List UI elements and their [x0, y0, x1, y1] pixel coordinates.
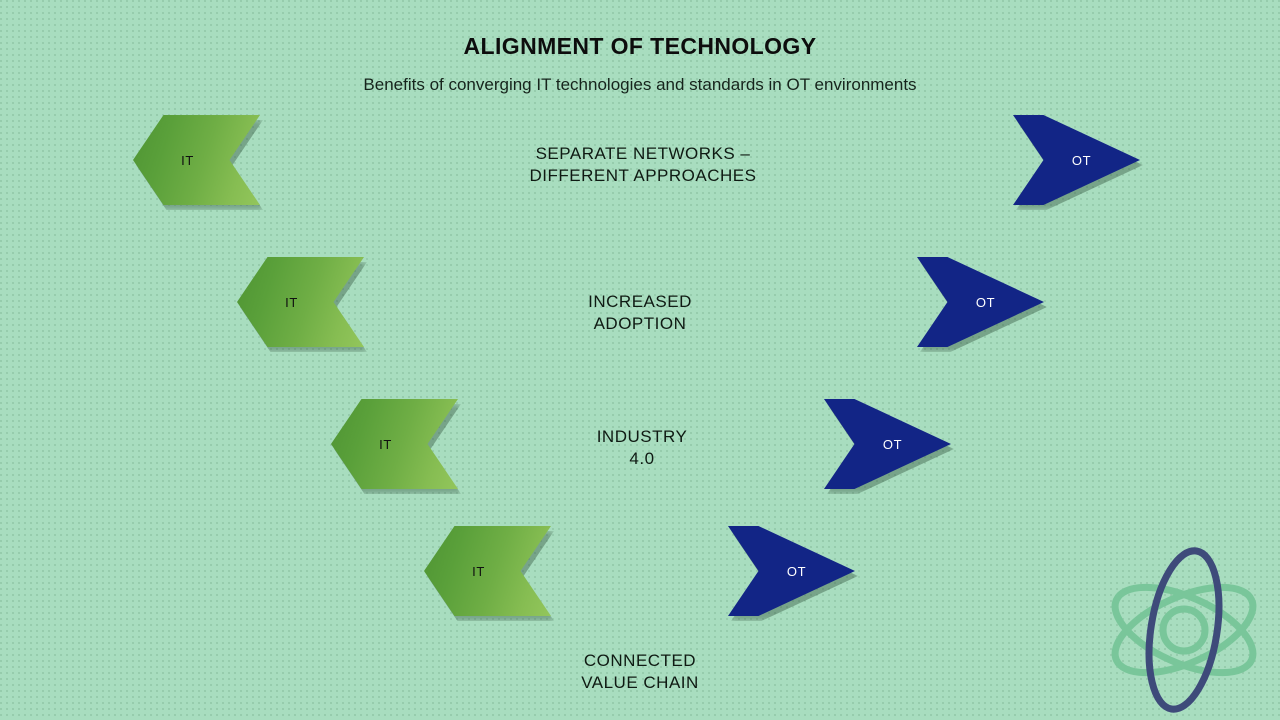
- it-arrow-row-2[interactable]: IT: [237, 257, 367, 352]
- ot-arrow-row-1[interactable]: OT: [1013, 115, 1143, 210]
- stage-label-1: SEPARATE NETWORKS – DIFFERENT APPROACHES: [529, 144, 757, 185]
- it-arrow-row-3[interactable]: IT: [331, 399, 461, 494]
- arrow-body: [424, 526, 551, 616]
- it-arrow-row-1[interactable]: IT: [133, 115, 263, 210]
- arrow-body: [331, 399, 458, 489]
- stage-label-4: CONNECTED VALUE CHAIN: [581, 651, 699, 692]
- page-subtitle: Benefits of converging IT technologies a…: [363, 75, 917, 94]
- ot-arrow-row-4[interactable]: OT: [728, 526, 858, 621]
- atom-icon: [1111, 547, 1257, 713]
- ot-arrow-row-3[interactable]: OT: [824, 399, 954, 494]
- atom-logo: [1094, 530, 1274, 720]
- stage-label-3: INDUSTRY 4.0: [596, 427, 688, 468]
- ot-arrow-row-2[interactable]: OT: [917, 257, 1047, 352]
- page-title: ALIGNMENT OF TECHNOLOGY: [463, 33, 817, 59]
- arrow-body: [237, 257, 364, 347]
- it-arrow-row-4[interactable]: IT: [424, 526, 554, 621]
- arrow-body: [133, 115, 260, 205]
- stage-label-2: INCREASED ADOPTION: [588, 292, 692, 333]
